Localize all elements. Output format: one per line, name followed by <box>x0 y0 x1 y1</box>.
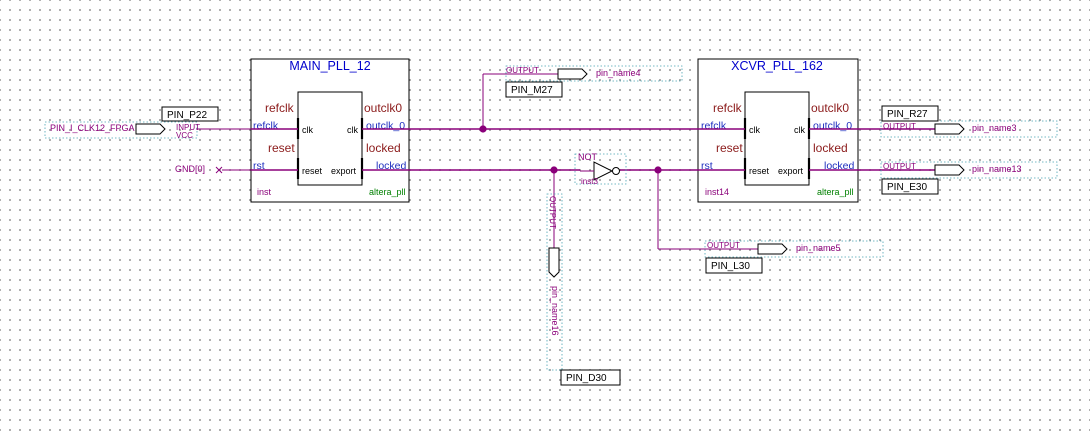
output-pin-name5[interactable]: OUTPUT pin_name5 PIN_L30 <box>704 240 884 274</box>
xcvr-pll-locked-label: locked <box>813 141 848 155</box>
junction-outclk <box>479 125 487 133</box>
pin13-name: pin_name13 <box>972 164 1022 174</box>
clk-input-pin[interactable]: PIN_I_CLK12_FPGA INPUT VCC PIN_P22 <box>44 106 219 140</box>
xcvr-pll-type: altera_pll <box>817 187 854 197</box>
junction-not-out <box>654 166 662 174</box>
clk-pin-location-box <box>161 106 219 122</box>
input-pin-arrow <box>135 123 166 135</box>
main-pll-reset-in: reset <box>302 166 323 176</box>
output-arrow-pin16 <box>548 247 560 278</box>
pin16-location-box <box>560 369 621 386</box>
pin5-location: PIN_L30 <box>711 261 750 272</box>
output-arrow-pin13 <box>934 164 965 176</box>
gnd-source: GND[0] <box>175 164 223 174</box>
main-pll-refclk-label: refclk <box>265 101 295 115</box>
clk-pin-vcc-label: VCC <box>176 131 193 140</box>
pin4-name: pin_name4 <box>596 68 641 78</box>
xcvr-pll-rst-signal: rst <box>701 160 713 172</box>
main-pll-clk-in: clk <box>302 125 313 135</box>
xcvr-pll-title: XCVR_PLL_162 <box>731 59 823 73</box>
not-gate[interactable]: NOT inst3 <box>574 152 627 186</box>
pin4-location: PIN_M27 <box>511 85 553 96</box>
main-pll-refclk-signal: refclk <box>253 120 279 132</box>
xcvr-pll-reset-label: reset <box>716 141 743 155</box>
pin16-location: PIN_D30 <box>566 373 607 384</box>
output-pin-name16[interactable]: OUTPUT pin_name16 PIN_D30 <box>546 193 621 386</box>
xcvr-pll-clk-in: clk <box>749 125 760 135</box>
main-pll-outclk0-label: outclk0 <box>364 101 402 115</box>
pin3-name: pin_name3 <box>972 123 1017 133</box>
xcvr-pll-locked-signal: locked <box>824 160 855 172</box>
xcvr-pll-refclk-label: refclk <box>713 101 743 115</box>
pin4-location-box <box>505 81 563 98</box>
pin5-type: OUTPUT <box>707 241 740 250</box>
xcvr-pll-outclk0-label: outclk0 <box>811 101 849 115</box>
main-pll-export-out: export <box>331 166 357 176</box>
output-arrow-pin4 <box>557 68 588 80</box>
pin5-name: pin_name5 <box>796 243 841 253</box>
clk-pin-name: PIN_I_CLK12_FPGA <box>50 123 135 133</box>
junction-locked <box>550 166 558 174</box>
main-pll-type: altera_pll <box>369 187 406 197</box>
output-arrow-pin5 <box>757 243 788 255</box>
pin3-location: PIN_R27 <box>887 109 928 120</box>
xcvr-pll-reset-in: reset <box>749 166 770 176</box>
main-pll-block[interactable]: MAIN_PLL_12 refclk reset outclk0 locked … <box>250 58 410 203</box>
output-arrow-pin3 <box>934 123 965 135</box>
pin13-type: OUTPUT <box>883 162 916 171</box>
output-pin-name13[interactable]: OUTPUT pin_name13 PIN_E30 <box>880 161 1058 195</box>
clk-pin-location: PIN_P22 <box>167 110 207 121</box>
output-pin-name4[interactable]: OUTPUT pin_name4 PIN_M27 <box>505 65 683 98</box>
main-pll-clk-out: clk <box>347 125 358 135</box>
xcvr-pll-instance: inst14 <box>705 187 729 197</box>
xcvr-pll-export-out: export <box>778 166 804 176</box>
gnd-label: GND[0] <box>175 164 205 174</box>
main-pll-instance: inst <box>257 187 272 197</box>
pin13-location-box <box>881 178 939 195</box>
pin13-location: PIN_E30 <box>887 182 927 193</box>
pin16-type: OUTPUT <box>548 196 557 229</box>
not-gate-label: NOT <box>578 152 598 162</box>
main-pll-title: MAIN_PLL_12 <box>289 59 370 73</box>
xcvr-pll-refclk-signal: refclk <box>701 120 727 132</box>
main-pll-outclk0-signal: outclk_0 <box>366 120 405 132</box>
pin3-location-box <box>881 105 939 122</box>
main-pll-rst-signal: rst <box>253 160 265 172</box>
not-gate-instance: inst3 <box>581 177 598 186</box>
not-gate-bubble <box>612 167 620 175</box>
clk-pin-input-label: INPUT <box>176 123 200 132</box>
main-pll-reset-label: reset <box>268 141 295 155</box>
pin3-type: OUTPUT <box>883 122 916 131</box>
xcvr-pll-clk-out: clk <box>794 125 805 135</box>
pin16-name: pin_name16 <box>550 286 560 336</box>
pin4-type: OUTPUT <box>506 66 539 75</box>
wires <box>196 73 935 250</box>
main-pll-locked-signal: locked <box>376 160 407 172</box>
pin5-location-box <box>705 257 763 274</box>
xcvr-pll-outclk0-signal: outclk_0 <box>813 120 852 132</box>
xcvr-pll-block[interactable]: XCVR_PLL_162 refclk reset outclk0 locked… <box>697 58 859 203</box>
main-pll-locked-label: locked <box>366 141 401 155</box>
output-pin-name3[interactable]: OUTPUT pin_name3 PIN_R27 <box>880 105 1058 138</box>
